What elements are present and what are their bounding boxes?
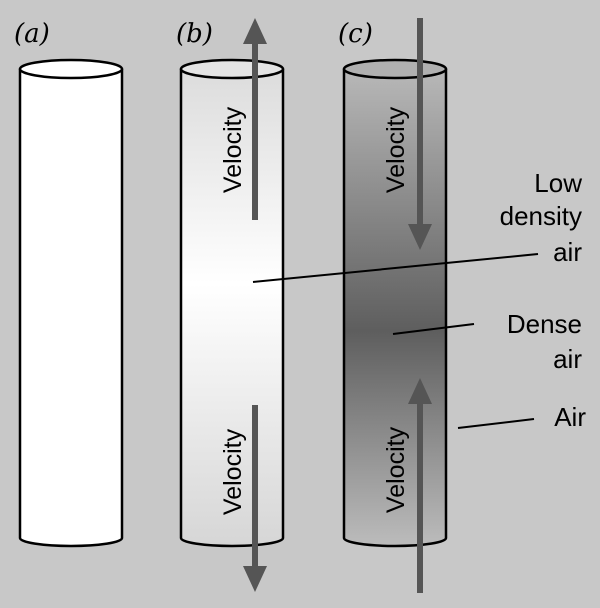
annotation-low-density-line3: air [553, 237, 582, 267]
tube-a [18, 58, 124, 548]
leader-air [457, 418, 535, 429]
panel-label-c: (c) [338, 19, 373, 49]
arrow-c-up [408, 378, 432, 593]
panel-label-b: (b) [176, 19, 213, 49]
arrow-c-down [408, 18, 432, 250]
annotation-low-density-line2: density [500, 201, 582, 231]
arrow-b-up [243, 18, 267, 220]
panel-label-a: (a) [14, 19, 50, 49]
velocity-label-c-bottom: Velocity [382, 426, 410, 513]
leader-low-density [252, 253, 539, 283]
annotation-air: Air [554, 402, 586, 432]
leader-dense [392, 323, 475, 335]
velocity-label-b-bottom: Velocity [219, 428, 247, 515]
annotation-dense-line2: air [553, 344, 582, 374]
annotation-dense-line1: Dense [507, 309, 582, 339]
velocity-label-c-top: Velocity [382, 106, 410, 193]
arrow-b-down [243, 405, 267, 592]
annotation-low-density-line1: Low [534, 168, 582, 198]
velocity-label-b-top: Velocity [219, 106, 247, 193]
